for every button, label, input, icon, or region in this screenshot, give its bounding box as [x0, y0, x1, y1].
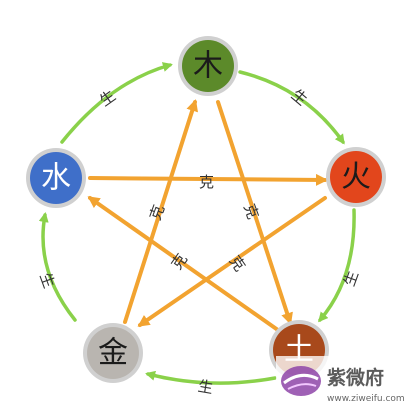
overcome-arrow-fire-to-metal: [137, 196, 327, 327]
overcome-label: 克: [146, 202, 168, 222]
overcome-arrow-earth-to-water: [87, 196, 287, 337]
generate-arrow-water-to-wood: [60, 62, 173, 144]
watermark-brand: 紫微府: [327, 366, 384, 389]
overcome-arrow-water-to-fire: [88, 173, 328, 186]
fire-disc: [330, 151, 382, 203]
node-water: 水: [26, 148, 86, 208]
watermark: 紫微府 www.ziweifu.com: [276, 356, 417, 414]
overcome-label: 克: [199, 173, 214, 191]
overcome-label: 克: [240, 201, 262, 221]
generate-labels: 生 生 生 生 生: [36, 86, 362, 398]
watermark-url: www.ziweifu.com: [327, 394, 405, 404]
generate-arrow-metal-to-water: [38, 212, 77, 322]
generate-label: 生: [340, 268, 362, 288]
generate-label: 生: [197, 377, 215, 397]
generate-arrow-wood-to-fire: [238, 70, 345, 145]
wood-glyph-icon: 木: [193, 49, 223, 84]
ziweifu-logo-icon: [281, 366, 321, 396]
overcome-arrow-metal-to-wood: [123, 99, 198, 324]
generate-arrow-fire-to-earth: [318, 208, 356, 323]
node-metal: 金: [83, 323, 143, 383]
generate-cycle: [38, 62, 356, 385]
node-wood: 木: [178, 36, 238, 96]
water-disc: [30, 152, 82, 204]
metal-disc: [87, 327, 139, 379]
metal-glyph-icon: 金: [98, 336, 128, 371]
water-glyph-icon: 水: [41, 161, 71, 196]
overcome-arrow-wood-to-earth: [216, 100, 293, 325]
overcome-label: 克: [226, 252, 249, 275]
overcome-star: [87, 99, 328, 337]
node-fire: 火: [326, 147, 386, 207]
generate-label: 生: [36, 270, 58, 290]
wood-disc: [182, 40, 234, 92]
fire-glyph-icon: 火: [341, 160, 371, 195]
generate-arrow-earth-to-metal: [145, 370, 277, 385]
